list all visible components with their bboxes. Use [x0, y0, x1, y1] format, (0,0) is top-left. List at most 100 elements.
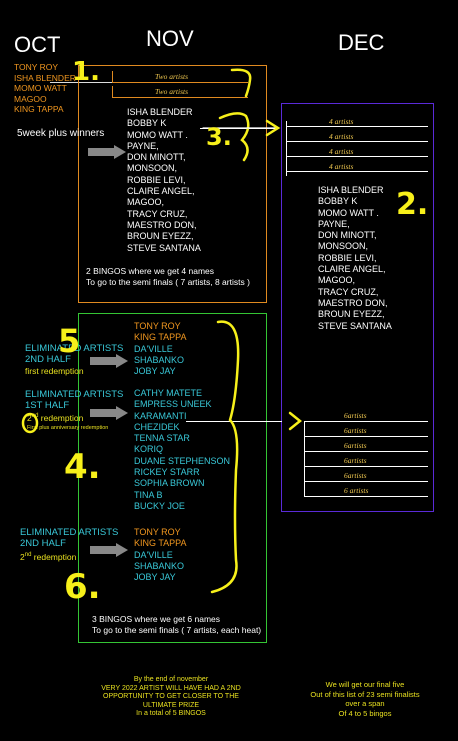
hand-arrow-head	[288, 411, 303, 431]
artist-name: KING TAPPA	[134, 538, 187, 549]
hand-number-one: 1.	[72, 57, 100, 87]
six-artists-row: 6artists	[344, 456, 367, 465]
dec-header: DEC	[338, 30, 385, 55]
four-artists-row: 4 artists	[329, 162, 354, 171]
group3-label: ELIMINATED ARTISTS 2ND HALF	[20, 527, 119, 549]
artist-name: CHEZIDEK	[134, 421, 180, 432]
five-week-label: 5week plus winners	[17, 128, 105, 139]
artist-name: KING TAPPA	[134, 332, 187, 343]
group3-names: TONY ROY KING TAPPA DA'VILLE SHABANKO JO…	[134, 527, 187, 583]
nov-header: NOV	[146, 26, 194, 51]
footer-left-note: By the end of november VERY 2022 ARTIST …	[101, 676, 241, 718]
artist-name: DUANE STEPHENSON	[134, 455, 231, 466]
semifinalist-name: STEVE SANTANA	[318, 320, 392, 331]
arrow-right-icon	[90, 406, 128, 420]
arrow-right-icon	[90, 543, 128, 557]
artist-name: TONY ROY	[134, 321, 181, 331]
group2-note: First plus anniversary redemption	[27, 425, 109, 431]
hand-bracket-top	[230, 68, 252, 98]
winner-name: PAYNE,	[127, 140, 159, 151]
oct-header: OCT	[14, 32, 61, 57]
arrow-right-icon	[88, 145, 126, 159]
artist-name: SHABANKO	[134, 560, 185, 571]
semifinalist-name: MONSOON,	[318, 241, 369, 252]
nov-winners-box	[78, 65, 267, 303]
winner-name: BOBBY K	[127, 118, 167, 129]
hand-circle	[21, 412, 39, 434]
group2-label: ELIMINATED ARTISTS 1ST HALF	[25, 389, 124, 411]
group1-names: TONY ROY KING TAPPA DA'VILLE SHABANKO JO…	[134, 321, 187, 377]
six-artists-bracket	[304, 421, 305, 496]
winner-name: DON MINOTT,	[127, 152, 186, 163]
oct-name: ISHA BLENDER	[14, 72, 76, 83]
six-artists-row: 6artists	[344, 441, 367, 450]
hand-number-three: 3.	[206, 123, 232, 151]
winner-name: ROBBIE LEVI,	[127, 174, 186, 185]
semifinalist-name: MAESTRO DON,	[318, 297, 388, 308]
semifinalist-name: ROBBIE LEVI,	[318, 252, 377, 263]
redemption-box	[78, 313, 267, 643]
artist-name: JOBY JAY	[134, 572, 176, 583]
footer-right-note: We will get our final five Out of this l…	[310, 680, 420, 718]
semifinalist-name: ISHA BLENDER	[318, 185, 384, 195]
artist-name: KORIQ	[134, 444, 164, 455]
arrow-right-icon	[90, 354, 128, 368]
winner-name: MAGOO,	[127, 197, 165, 208]
semifinalist-name: BOBBY K	[318, 196, 358, 207]
artist-name: TENNA STAR	[134, 433, 190, 444]
group1-label: ELIMINATED ARTISTS 2ND HALF	[25, 343, 124, 365]
oct-name: MAGOO	[14, 93, 47, 104]
dec-names-list: ISHA BLENDER BOBBY K MOMO WATT . PAYNE, …	[318, 185, 392, 332]
four-artists-bracket	[286, 121, 287, 176]
group2-names: CATHY MATETE EMPRESS UNEEK KARAMANTI CHE…	[134, 388, 230, 512]
bingo-note-1: 2 BINGOS where we get 4 names To go to t…	[86, 266, 250, 287]
dec-semifinal-box	[281, 103, 434, 512]
oct-name: MOMO WATT	[14, 83, 67, 93]
winner-name: STEVE SANTANA	[127, 242, 201, 253]
two-artists-row: Two artists	[112, 71, 248, 83]
artist-name: BUCKY JOE	[134, 500, 185, 511]
hand-arrow-head	[265, 119, 281, 137]
four-artists-row: 4 artists	[329, 117, 354, 126]
group2-to-dec-line	[186, 421, 282, 422]
winner-name: MAESTRO DON,	[127, 219, 197, 230]
six-artists-row: 6artists	[344, 471, 367, 480]
six-artists-row: 6artists	[344, 426, 367, 435]
semifinalist-name: MAGOO,	[318, 275, 356, 286]
semifinalist-name: PAYNE,	[318, 218, 350, 229]
semifinalist-name: CLAIRE ANGEL,	[318, 264, 386, 275]
oct-name: KING TAPPA	[14, 104, 64, 114]
semifinalist-name: MOMO WATT .	[318, 207, 379, 218]
hand-number-two: 2.	[396, 187, 428, 222]
winner-name: CLAIRE ANGEL,	[127, 186, 195, 197]
winner-name: MONSOON,	[127, 163, 178, 174]
artist-name: DA'VILLE	[134, 549, 173, 560]
hand-bracket-redemption	[210, 320, 240, 594]
two-artists-row: Two artists	[112, 86, 248, 98]
bingo-note-2: 3 BINGOS where we get 6 names To go to t…	[92, 614, 262, 635]
group1-sub: first redemption	[25, 366, 84, 376]
four-artists-row: 4 artists	[329, 132, 354, 141]
artist-name: JOBY JAY	[134, 366, 176, 377]
artist-name: RICKEY STARR	[134, 467, 200, 478]
group3-sub: 2nd redemption	[20, 552, 77, 562]
semifinalist-name: BROUN EYEZZ,	[318, 309, 385, 320]
nov-winners-list: ISHA BLENDER BOBBY K MOMO WATT . PAYNE, …	[127, 107, 201, 254]
artist-name: TONY ROY	[134, 527, 181, 537]
hand-number-five: 5	[58, 322, 80, 360]
winner-name: ISHA BLENDER	[127, 107, 193, 117]
semifinalist-name: DON MINOTT,	[318, 230, 377, 241]
oct-name: TONY ROY	[14, 62, 59, 72]
hand-number-six: 6.	[64, 567, 101, 607]
artist-name: TINA B	[134, 489, 163, 500]
winner-name: BROUN EYEZZ,	[127, 231, 194, 242]
six-artists-row: 6 artists	[344, 486, 369, 495]
artist-name: KARAMANTI	[134, 410, 187, 421]
artist-name: CATHY MATETE	[134, 388, 203, 398]
four-artists-row: 4 artists	[329, 147, 354, 156]
artist-name: EMPRESS UNEEK	[134, 399, 212, 410]
winner-name: MOMO WATT .	[127, 129, 188, 140]
artist-name: DA'VILLE	[134, 343, 173, 354]
six-artists-row: 6artists	[344, 411, 367, 420]
